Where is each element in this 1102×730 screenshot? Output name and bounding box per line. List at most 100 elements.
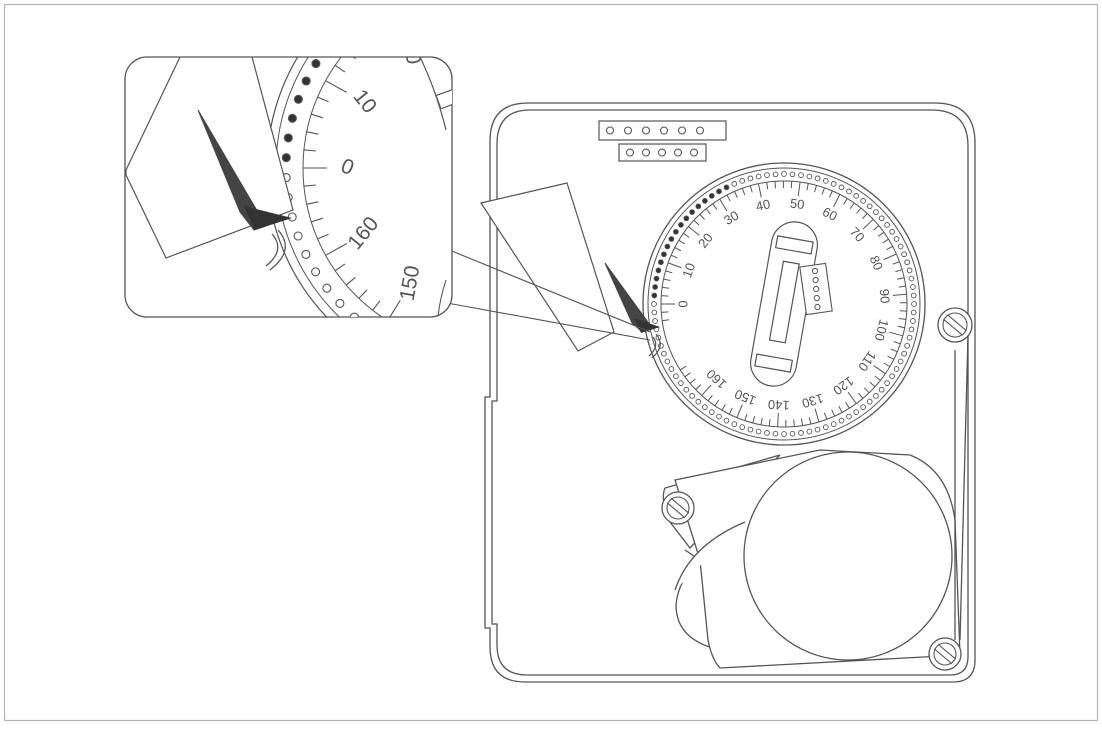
pin-filled: [717, 189, 722, 194]
pin-open: [690, 394, 695, 399]
pin-open: [874, 394, 879, 399]
zoom-tick: [359, 38, 367, 47]
zoom-pin-open: [294, 232, 302, 240]
pin-open: [674, 374, 679, 379]
terminal-block-top: [599, 121, 726, 140]
zoom-tick: [456, 0, 458, 2]
pin-open: [874, 210, 879, 215]
zoom-tick: [438, 331, 441, 343]
pin-open: [905, 260, 910, 265]
pin-open: [885, 223, 890, 228]
pin-open: [665, 359, 670, 364]
zoom-pin-open: [323, 284, 331, 292]
pin-open: [909, 276, 914, 281]
pin-open: [894, 237, 899, 242]
pin-open: [902, 351, 907, 356]
dial-tick: [775, 181, 776, 188]
dial-label: 40: [754, 196, 771, 214]
terminal-hole: [697, 127, 704, 134]
pin-open: [867, 399, 872, 404]
pin-open: [684, 387, 689, 392]
pin-open: [911, 319, 916, 324]
pin-filled: [696, 204, 701, 209]
pin-open: [799, 431, 804, 436]
pin-filled: [674, 229, 679, 234]
pin-open: [799, 173, 804, 178]
screw-left: [662, 492, 694, 524]
terminal-hole: [675, 149, 682, 156]
screw-top-right: [938, 308, 972, 342]
pin-open: [898, 359, 903, 364]
zoom-tick: [456, 334, 458, 346]
pin-open: [879, 387, 884, 392]
pin-filled: [690, 210, 695, 215]
pin-open: [807, 174, 812, 179]
zoom-pin-filled: [282, 154, 290, 162]
pin-open: [898, 244, 903, 249]
terminal-hole: [679, 127, 686, 134]
pin-open: [867, 204, 872, 209]
pin-filled: [665, 244, 670, 249]
zoom-tick: [474, 0, 475, 12]
zoom-pin-open: [336, 299, 344, 307]
pin-open: [740, 425, 745, 430]
pin-open: [696, 399, 701, 404]
zoom-pin-filled: [294, 95, 302, 103]
pin-filled: [656, 268, 661, 273]
motor-assembly: [663, 450, 960, 668]
pin-open: [831, 182, 836, 187]
zoom-tick: [404, 7, 409, 18]
pin-filled: [669, 237, 674, 242]
pin-filled: [659, 260, 664, 265]
pin-open: [652, 310, 657, 315]
pin-open: [773, 172, 778, 177]
pin-open: [890, 229, 895, 234]
pin-open: [703, 405, 708, 410]
pin-open: [911, 310, 916, 315]
zoom-pin-open: [312, 268, 320, 276]
pin-open: [679, 381, 684, 386]
pin-open: [782, 172, 787, 177]
lever-plate: [481, 183, 614, 351]
motor-cylinder: [744, 452, 952, 660]
pin-open: [756, 429, 761, 434]
pin-filled: [724, 185, 729, 190]
pin-filled: [653, 285, 658, 290]
pin-open: [748, 176, 753, 181]
zoom-pin-filled: [323, 43, 331, 51]
zoom-pin-open: [302, 250, 310, 258]
terminal-hole: [643, 127, 650, 134]
pin-open: [890, 374, 895, 379]
zoom-tick: [404, 319, 409, 330]
pin-open: [782, 432, 787, 437]
pin-open: [847, 414, 852, 419]
terminal-hole: [659, 149, 666, 156]
pin-open: [823, 179, 828, 184]
zoom-tick: [388, 15, 401, 35]
pin-open: [911, 293, 916, 298]
pin-open: [905, 343, 910, 348]
pin-filled: [662, 252, 667, 257]
pin-open: [815, 427, 820, 432]
terminal-hole: [625, 127, 632, 134]
pin-open: [807, 429, 812, 434]
pin-open: [907, 335, 912, 340]
pin-open: [790, 172, 795, 177]
pin-filled: [652, 293, 657, 298]
pin-open: [724, 418, 729, 423]
pin-open: [790, 431, 795, 436]
dial-label: 140: [768, 397, 790, 413]
terminal-hole: [627, 149, 634, 156]
zoom-label: 20: [398, 39, 425, 66]
zoom-tick: [420, 0, 424, 10]
dial-label: 0: [675, 300, 690, 307]
pin-open: [839, 418, 844, 423]
zoom-pin-filled: [351, 14, 359, 22]
zoom-pin-open: [367, 2, 375, 10]
pin-open: [748, 427, 753, 432]
zoom-pin-open: [288, 213, 296, 221]
zoom-tick: [474, 324, 475, 348]
pin-open: [885, 381, 890, 386]
